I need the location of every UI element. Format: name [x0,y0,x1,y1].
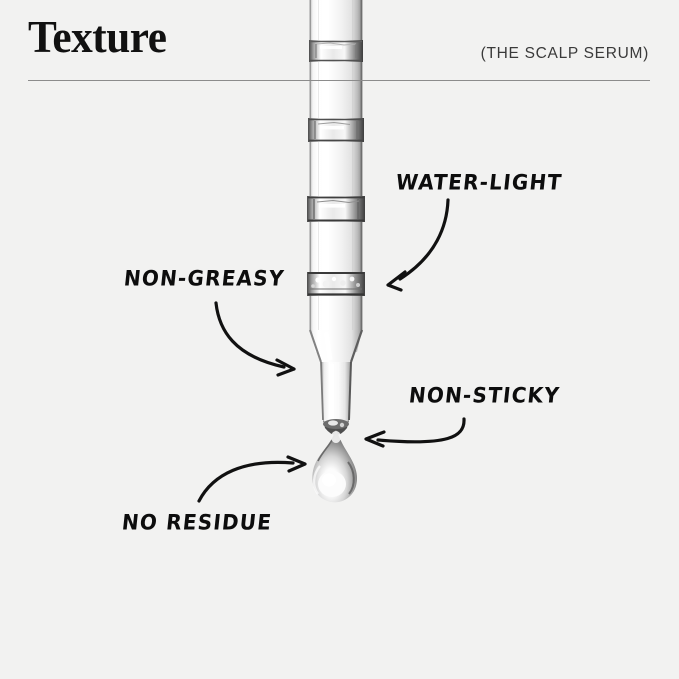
narrow-tip [320,361,352,435]
arrow-water-light [386,198,450,292]
product-kicker: (THE SCALP SERUM) [480,45,649,62]
arrow-non-sticky [364,417,466,448]
arrow-no-residue [197,455,307,503]
annotation-label-water-light: WATER-LIGHT [394,169,564,195]
measurement-ring-3 [307,196,365,222]
header-divider [28,80,650,81]
page-title: Texture [28,11,167,62]
glass-tube [309,0,363,352]
tapered-shoulder [309,329,364,363]
serum-droplet [312,429,358,503]
measurement-ring-2 [308,118,364,142]
annotation-label-no-residue: NO RESIDUE [120,509,274,535]
measurement-ring-1 [309,40,363,62]
arrow-non-greasy [214,301,296,377]
annotation-label-non-greasy: NON-GREASY [122,265,286,291]
liquid-meniscus-band [307,272,365,296]
annotation-label-non-sticky: NON-STICKY [407,382,562,408]
